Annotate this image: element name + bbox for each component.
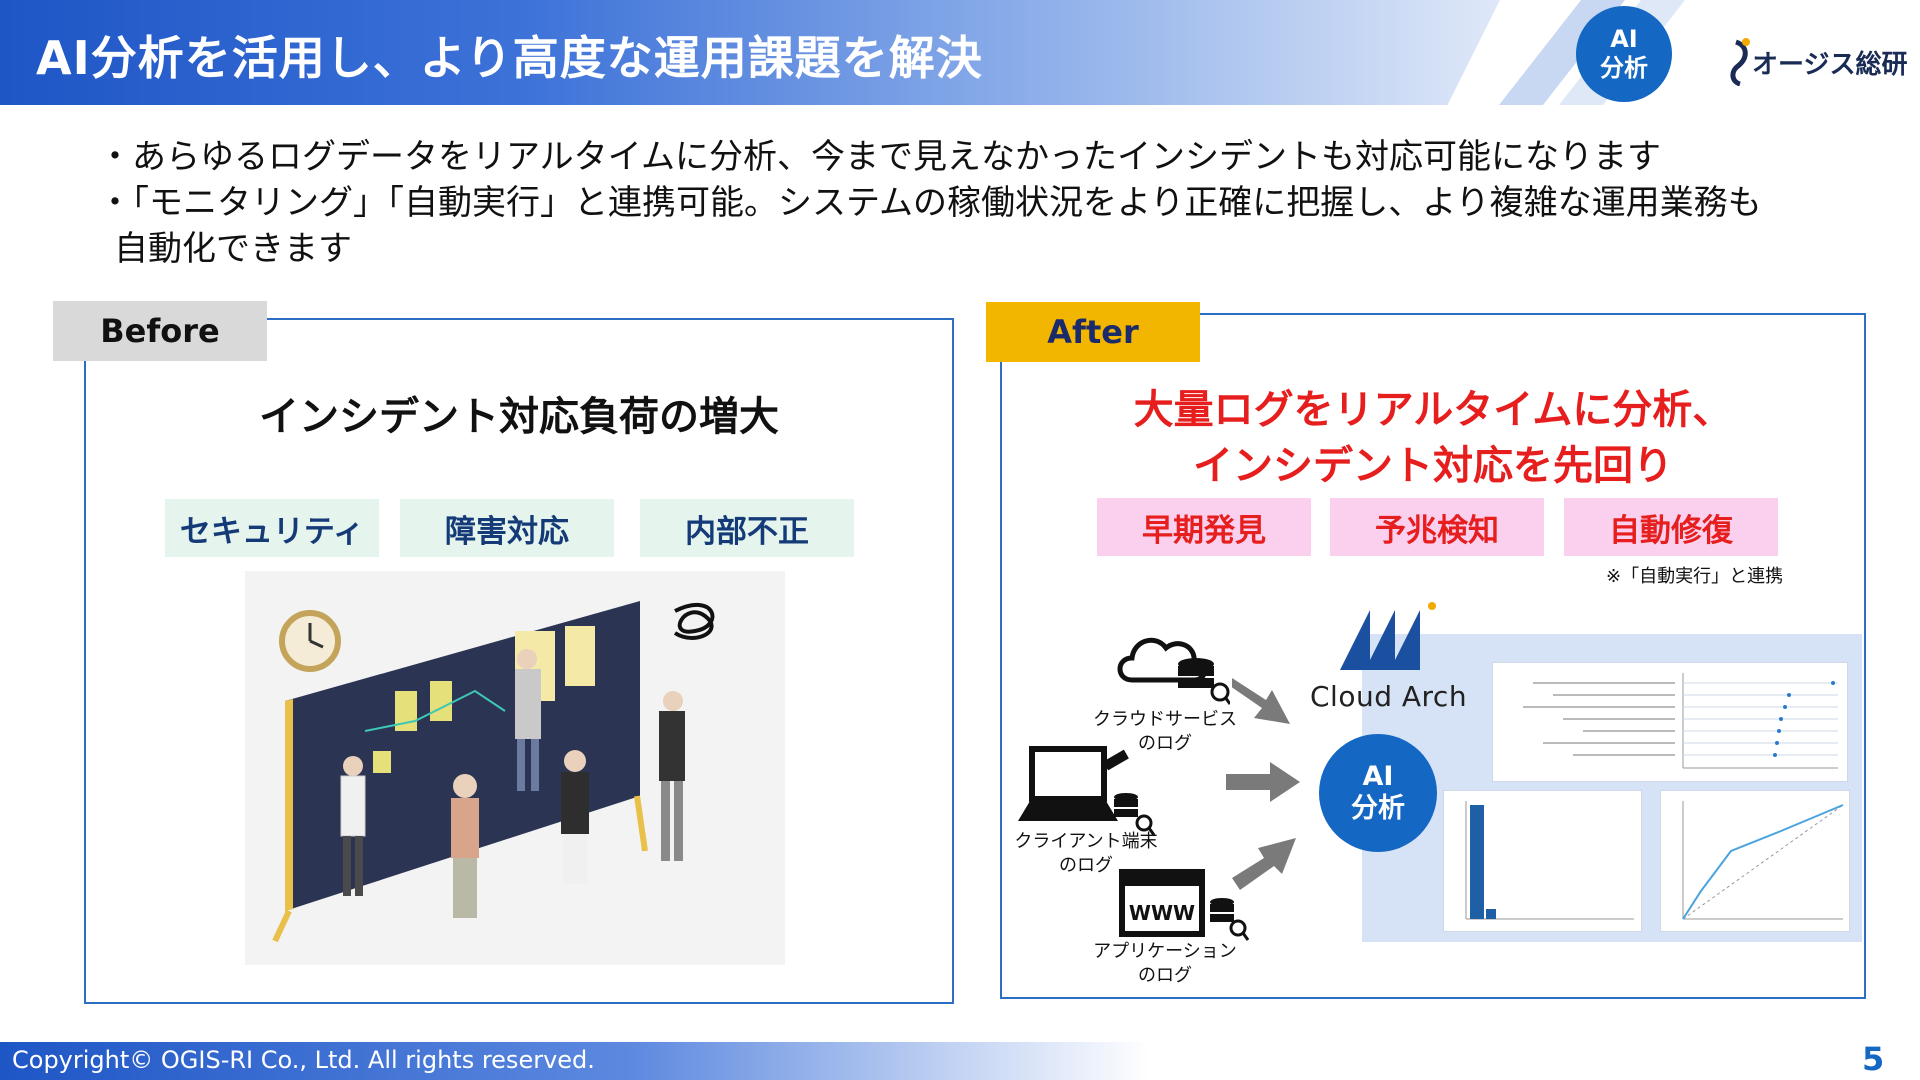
cloud-database-icon <box>1117 637 1230 705</box>
source-label-line1: アプリケーション <box>1093 941 1237 962</box>
page-title: AI分析を活用し、より高度な運用課題を解決 <box>36 31 983 85</box>
footer-bar <box>0 1042 1150 1080</box>
after-chip-auto-remediation: 自動修復 <box>1564 498 1778 556</box>
ai-circle-line2: 分析 <box>1351 793 1405 824</box>
client-terminal-log-label: クライアント端末 のログ <box>1006 830 1166 878</box>
bullet-2: ・「モニタリング」「自動実行」と連携可能。システムの稼働状況をより正確に把握し、… <box>98 183 1762 223</box>
after-heading: 大量ログをリアルタイムに分析、 インシデント対応を先回り <box>1000 382 1866 494</box>
arrow-icon <box>1232 838 1296 890</box>
source-label-line2: のログ <box>1059 855 1113 876</box>
badge-line2: 分析 <box>1600 54 1648 82</box>
roc-curve-chart <box>1660 790 1850 932</box>
intro-bullets: ・あらゆるログデータをリアルタイムに分析、今まで見えなかったインシデントも対応可… <box>98 134 1762 272</box>
feature-importance-plot-icon <box>1523 673 1838 769</box>
ai-circle-line1: AI <box>1362 761 1394 792</box>
after-heading-line2: インシデント対応を先回り <box>1193 443 1673 489</box>
arrow-icon <box>1232 678 1290 724</box>
before-chip-failure-response: 障害対応 <box>400 499 614 557</box>
before-heading: インシデント対応負荷の増大 <box>259 394 779 440</box>
feature-importance-chart <box>1492 662 1848 782</box>
source-label-line1: クライアント端末 <box>1014 831 1158 852</box>
before-chip-internal-fraud: 内部不正 <box>640 499 854 557</box>
cloud-arch-brand: Cloud Arch <box>1310 680 1468 713</box>
page-number: 5 <box>1862 1040 1885 1078</box>
bullet-1: ・あらゆるログデータをリアルタイムに分析、今まで見えなかったインシデントも対応可… <box>98 137 1661 177</box>
incident-meeting-illustration <box>245 571 785 965</box>
bullet-2-continued: 自動化できます <box>114 229 352 269</box>
application-log-label: アプリケーション のログ <box>1085 940 1245 988</box>
source-label-line2: のログ <box>1138 733 1192 754</box>
after-chip-predictive-detection: 予兆検知 <box>1330 498 1544 556</box>
before-chip-security: セキュリティ <box>165 499 379 557</box>
source-label-line2: のログ <box>1138 965 1192 986</box>
after-tag: After <box>986 302 1200 362</box>
company-logo-text: オージス総研 <box>1752 50 1908 80</box>
before-tag: Before <box>53 301 267 361</box>
histogram-plot-icon <box>1465 801 1634 920</box>
after-heading-line1: 大量ログをリアルタイムに分析、 <box>1133 387 1733 433</box>
ai-analysis-badge: AI 分析 <box>1576 6 1672 102</box>
company-logo-icon <box>1730 38 1750 86</box>
roc-curve-plot-icon <box>1682 801 1844 920</box>
cloud-service-log-label: クラウドサービス のログ <box>1085 708 1245 756</box>
arrow-icon <box>1226 762 1300 802</box>
web-app-database-icon: WWW <box>1119 869 1250 941</box>
copyright-text: Copyright© OGIS-RI Co., Ltd. All rights … <box>12 1046 595 1074</box>
histogram-chart <box>1443 790 1642 932</box>
www-label: WWW <box>1129 901 1195 925</box>
badge-line1: AI <box>1610 25 1638 53</box>
source-label-line1: クラウドサービス <box>1093 709 1237 730</box>
cloud-arch-logo-icon <box>1340 602 1436 670</box>
laptop-database-icon <box>1018 746 1156 836</box>
ai-analysis-circle: AI 分析 <box>1319 734 1437 852</box>
after-chip-early-detection: 早期発見 <box>1097 498 1311 556</box>
header-bar <box>0 0 1500 105</box>
auto-execution-note: ※「自動実行」と連携 <box>1606 566 1784 587</box>
